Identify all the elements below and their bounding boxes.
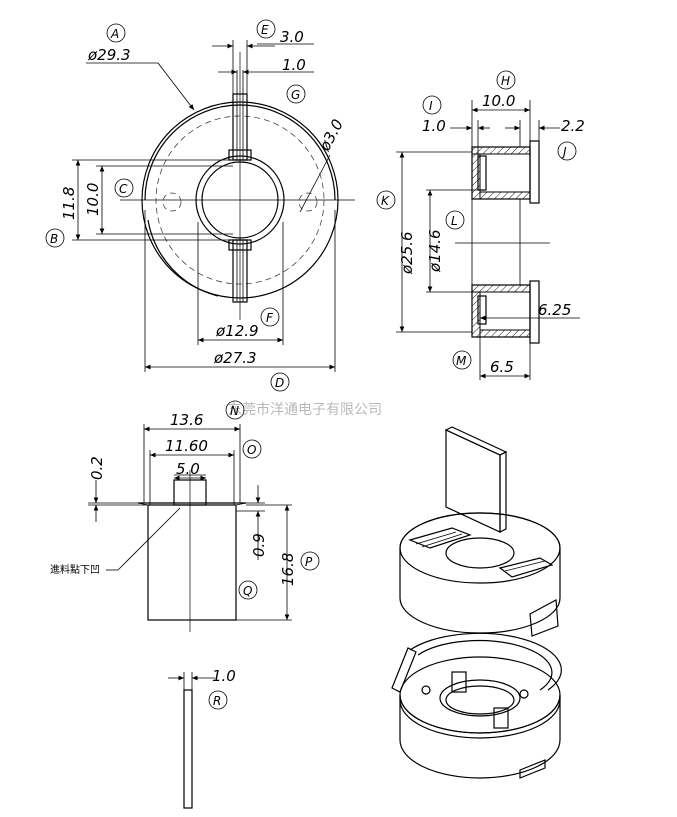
- bobbin-cover-icon: [399, 512, 561, 637]
- dim-pin-inner: 11.60: [165, 437, 208, 455]
- dim-side-outer: ø25.6: [398, 231, 416, 275]
- bobbin-base-icon: [391, 632, 562, 779]
- svg-text:D: D: [275, 376, 284, 390]
- pin-view: 13.6 11.60 5.0 0.2 0.9 16.8 進料點下凹: [50, 411, 297, 632]
- svg-text:H: H: [501, 74, 510, 88]
- dim-terminal-thickness: 1.0: [212, 667, 236, 685]
- dim-pin-offset: 0.2: [88, 456, 106, 480]
- svg-text:O: O: [247, 443, 256, 457]
- dim-base: 6.5: [490, 358, 514, 376]
- dim-lip: 2.2: [561, 117, 585, 135]
- label-k: K: [376, 190, 396, 210]
- svg-text:G: G: [291, 88, 300, 102]
- dim-pin-height: 16.8: [279, 553, 297, 586]
- svg-text:I: I: [429, 99, 433, 113]
- svg-text:L: L: [451, 214, 458, 228]
- label-e: E: [256, 19, 276, 39]
- svg-text:F: F: [266, 311, 274, 325]
- dim-flange: 1.0: [422, 117, 446, 135]
- label-m: M: [452, 350, 472, 370]
- label-h: H: [496, 70, 516, 90]
- top-view: 3.0 1.0 ø29.3 11.8 10.0 ø3.0 ø12.9 ø2: [60, 28, 355, 372]
- label-n: N: [225, 400, 245, 420]
- label-c1: C: [114, 178, 134, 198]
- label-a: A: [106, 23, 126, 43]
- dim-pin-gap: 0.9: [250, 533, 268, 557]
- svg-text:Q: Q: [243, 584, 252, 598]
- label-p: P: [300, 551, 320, 571]
- svg-text:N: N: [230, 404, 239, 418]
- svg-text:M: M: [456, 354, 467, 368]
- label-j: J: [557, 141, 577, 161]
- label-f: F: [260, 307, 280, 327]
- svg-text:K: K: [381, 194, 390, 208]
- label-d: D: [270, 372, 290, 392]
- dim-10-0: 10.0: [84, 183, 102, 216]
- dim-side-inner: ø14.6: [426, 229, 444, 273]
- label-l: L: [445, 210, 465, 230]
- svg-text:E: E: [261, 23, 269, 37]
- side-section: 10.0 1.0 2.2 ø25.6 ø14.6 6.25 6.5: [396, 92, 585, 380]
- dim-step: 6.25: [538, 301, 571, 319]
- terminal-pin-icon: [444, 426, 508, 533]
- svg-text:A: A: [110, 27, 119, 41]
- label-i: I: [422, 95, 442, 115]
- svg-text:R: R: [213, 694, 221, 708]
- label-g: G: [286, 84, 306, 104]
- svg-text:B: B: [50, 232, 58, 246]
- svg-text:C: C: [119, 182, 128, 196]
- dim-slot-wall: 1.0: [282, 56, 306, 74]
- dim-side-width: 10.0: [482, 92, 515, 110]
- watermark: 东莞市洋通电子有限公司: [228, 401, 382, 418]
- dim-body-dia: ø27.3: [213, 349, 257, 367]
- label-b: B: [45, 228, 65, 248]
- gate-note: 進料點下凹: [50, 563, 100, 576]
- dim-outer-dia: ø29.3: [87, 46, 131, 64]
- dim-11-8: 11.8: [60, 187, 78, 220]
- label-o: O: [242, 439, 262, 459]
- label-r: R: [208, 690, 228, 710]
- dim-slot-width: 3.0: [280, 28, 304, 46]
- svg-text:P: P: [305, 555, 313, 569]
- dim-pin-center: 5.0: [176, 460, 200, 478]
- dim-pin-outer: 13.6: [170, 411, 203, 429]
- label-q: Q: [238, 580, 258, 600]
- dim-bore-dia: ø12.9: [215, 322, 259, 340]
- svg-text:J: J: [561, 145, 567, 159]
- terminal-view: 1.0: [168, 667, 236, 809]
